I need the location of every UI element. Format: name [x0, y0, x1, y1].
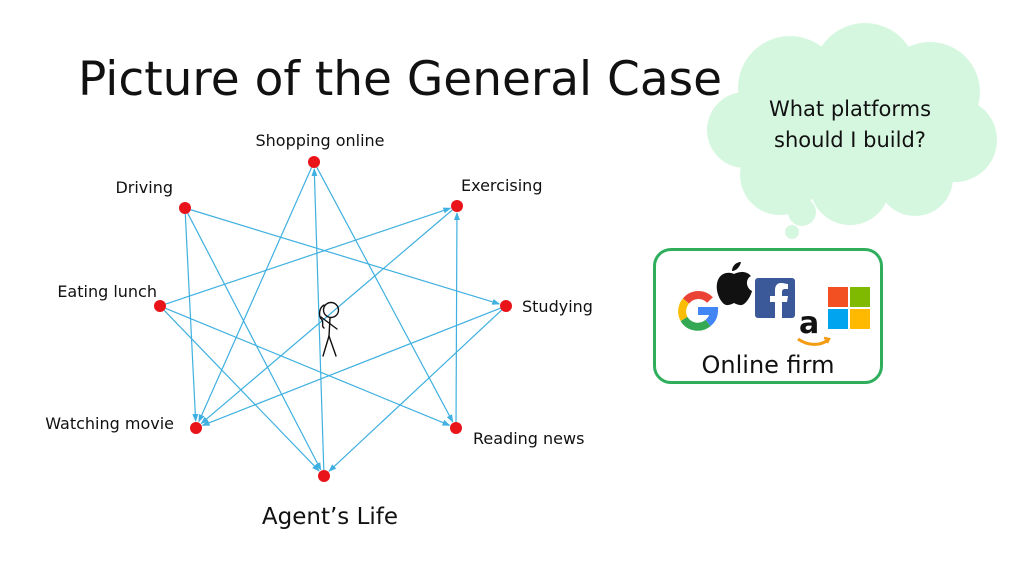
node-reading [450, 422, 462, 434]
slide-title: Picture of the General Case [78, 52, 723, 107]
facebook-logo-icon [755, 278, 795, 318]
node-movie [190, 422, 202, 434]
edge-shopping-to-movie [198, 167, 313, 423]
node-label-reading: Reading news [473, 429, 584, 448]
edges-layer [163, 167, 503, 472]
node-label-shopping: Shopping online [255, 131, 384, 150]
edge-studying-to-movie [201, 307, 501, 426]
node-label-lunch: Eating lunch [57, 282, 157, 301]
edge-shopping-to-reading [316, 167, 454, 423]
edge-driving-to-movie [184, 213, 199, 423]
amazon-logo-icon: a [797, 306, 831, 346]
node-lunch [154, 300, 166, 312]
edge-lunch-to-exercising [165, 207, 452, 305]
thought-bubble-text: What platforms should I build? [740, 94, 960, 156]
node-label-driving: Driving [115, 178, 173, 197]
stick-figure-icon [318, 301, 340, 357]
edge-studying-to-agent [328, 309, 503, 472]
node-shopping [308, 156, 320, 168]
online-firm-box: a Online firm [653, 248, 883, 384]
node-label-exercising: Exercising [461, 176, 542, 195]
node-agent [318, 470, 330, 482]
thought-line-1: What platforms [768, 97, 932, 121]
apple-logo-icon [716, 262, 752, 306]
node-label-movie: Watching movie [45, 414, 174, 433]
edge-lunch-to-agent [163, 309, 320, 472]
edge-lunch-to-reading [165, 307, 451, 426]
edge-reading-to-exercising [453, 211, 460, 423]
node-studying [500, 300, 512, 312]
edge-agent-to-shopping [311, 167, 325, 471]
thought-line-2: should I build? [774, 128, 926, 152]
google-logo-icon [678, 291, 719, 331]
svg-text:a: a [799, 306, 819, 341]
node-label-studying: Studying [522, 297, 593, 316]
online-firm-label: Online firm [701, 351, 835, 379]
diagram-caption: Agent’s Life [262, 504, 398, 530]
edge-driving-to-studying [190, 209, 501, 305]
microsoft-logo-icon [828, 287, 870, 329]
labels-layer: Shopping onlineExercisingStudyingReading… [45, 131, 593, 448]
edge-driving-to-agent [187, 213, 322, 471]
node-driving [179, 202, 191, 214]
node-exercising [451, 200, 463, 212]
nodes-layer [154, 156, 512, 482]
thought-bubble [707, 23, 997, 239]
